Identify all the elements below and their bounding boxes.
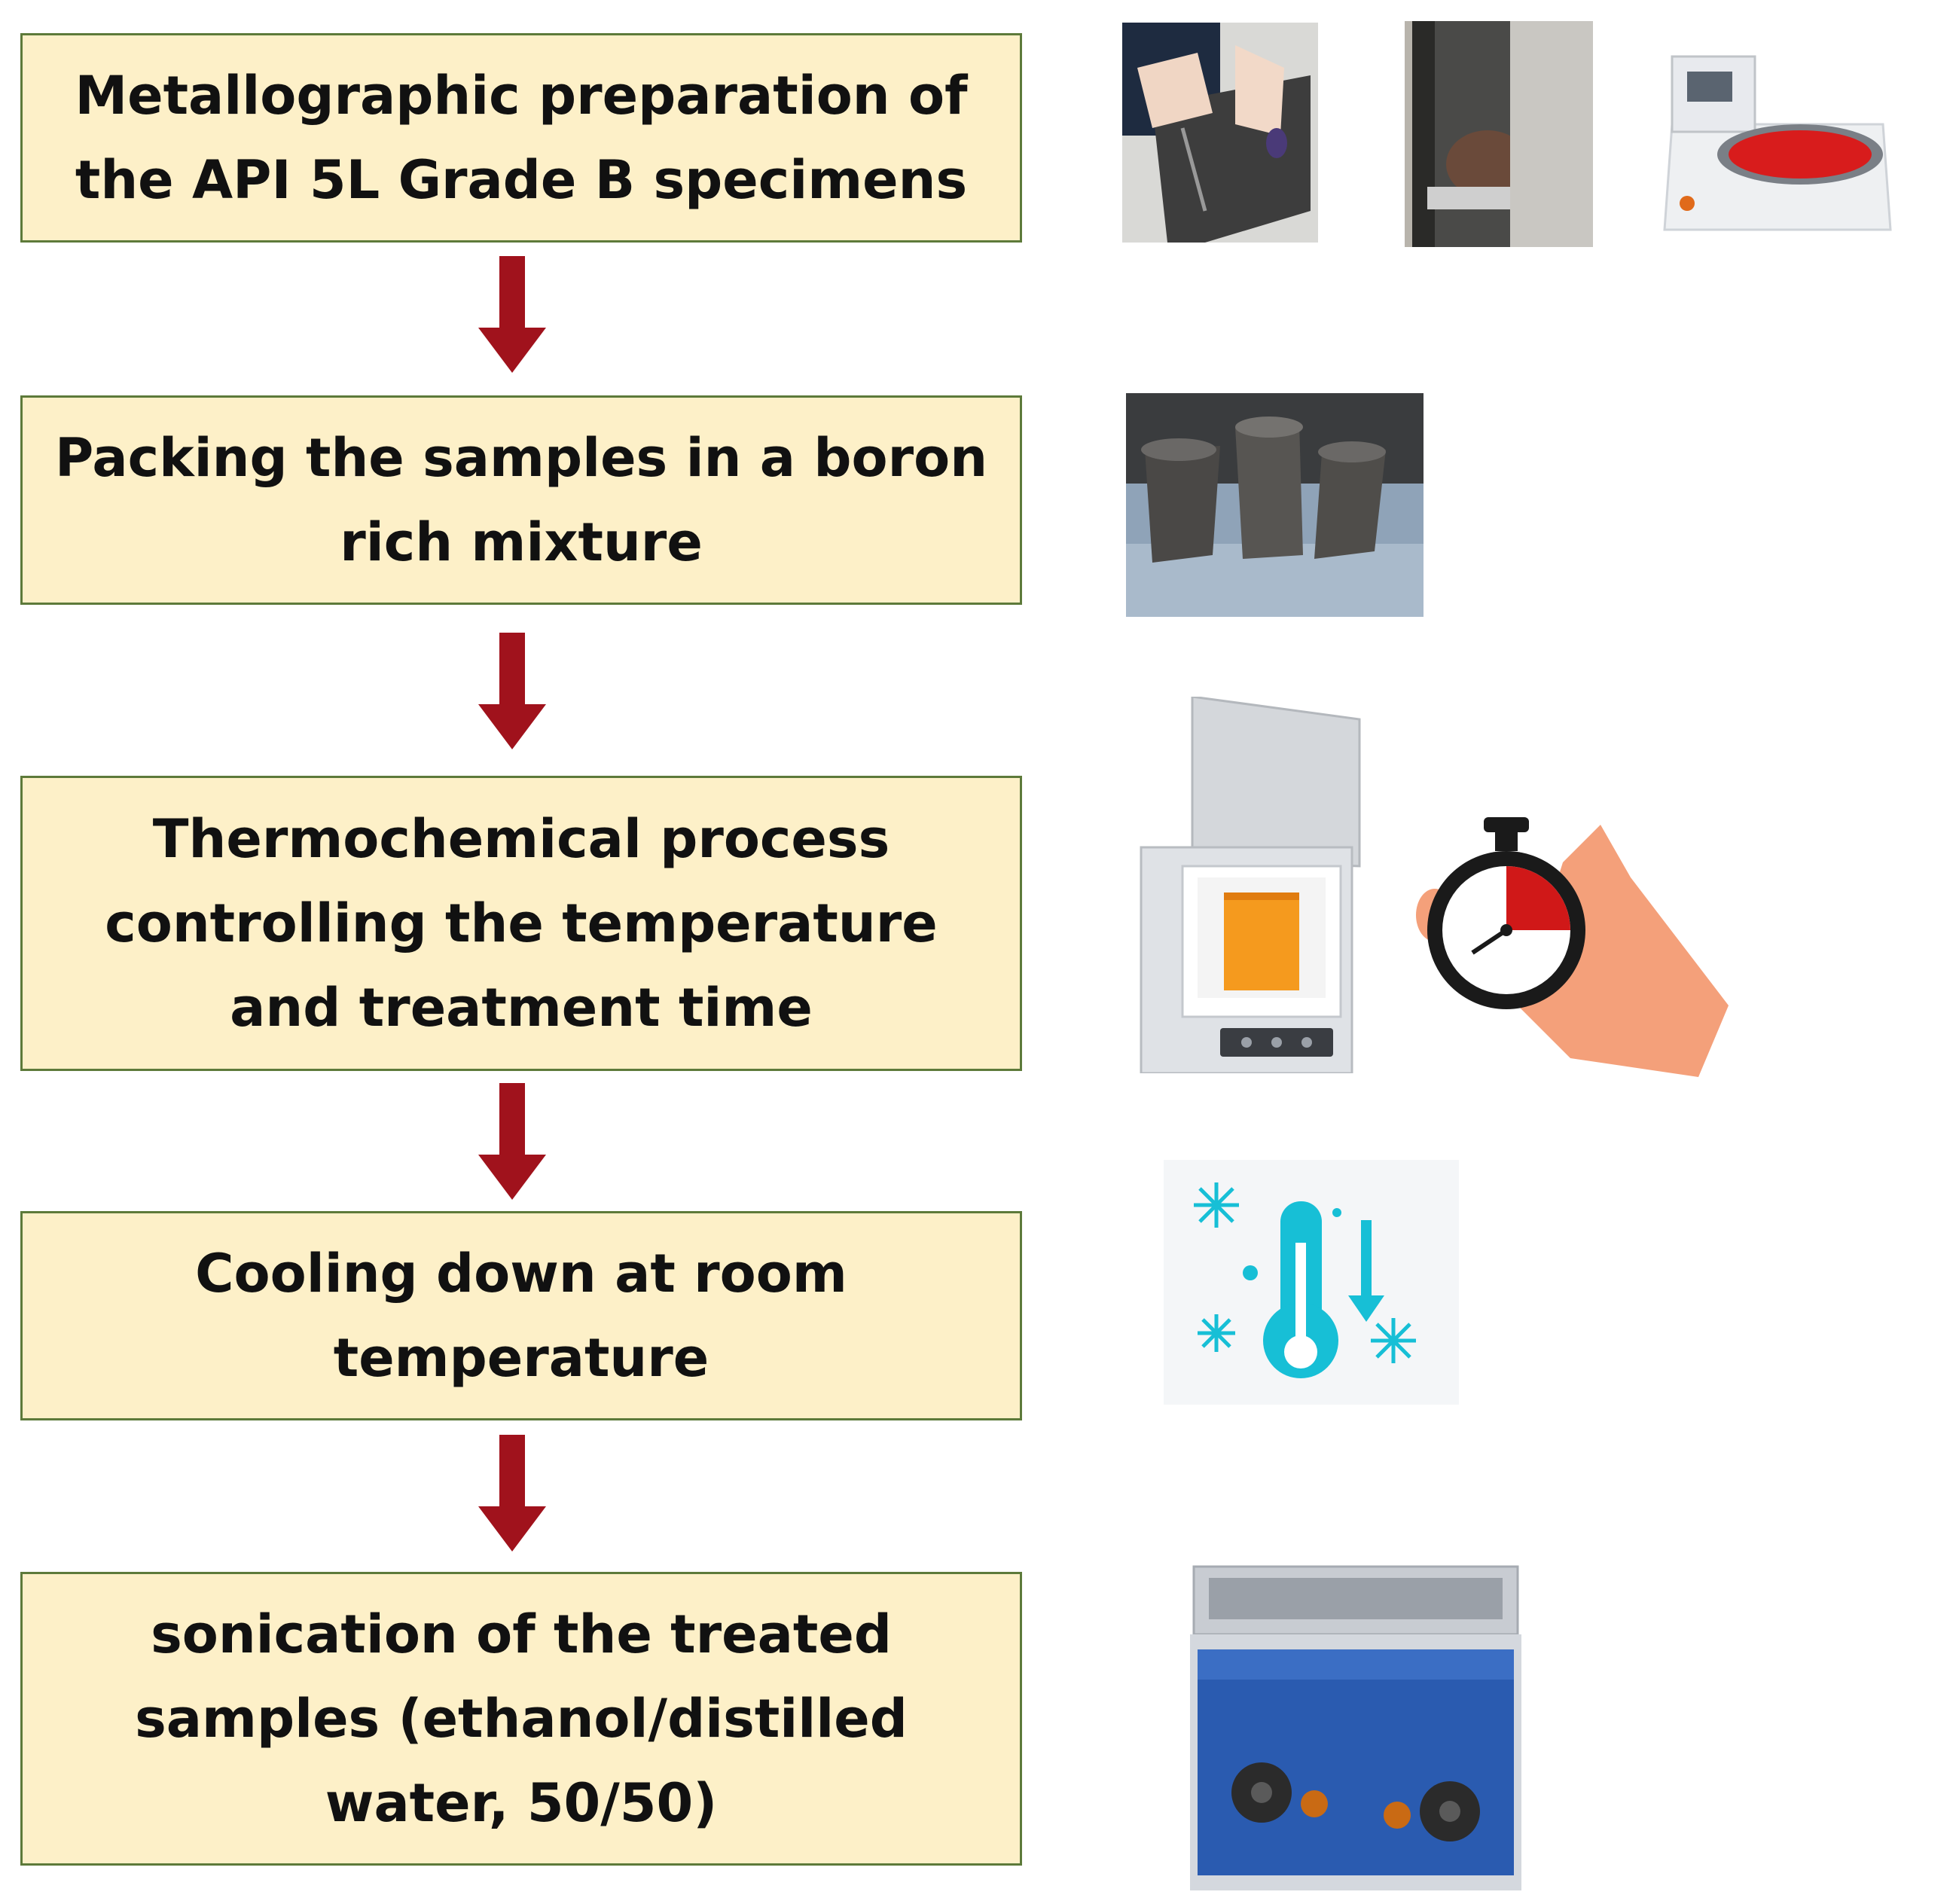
step-4-text: Cooling down at room temperature [195,1243,847,1389]
step-3-text: Thermochemical process controlling the t… [105,808,938,1039]
muffle-furnace-icon [1140,697,1361,1073]
cutting-specimen-photo [1122,23,1318,243]
flow-arrow-4 [478,1435,546,1552]
stopwatch-hand-icon [1416,817,1729,1077]
grinding-specimen-photo [1405,21,1593,247]
step-4-box: Cooling down at room temperature [20,1211,1022,1420]
flow-arrow-1 [478,256,546,373]
flow-arrow-2 [478,633,546,749]
step-1-text: Metallographic preparation of the API 5L… [75,65,968,211]
packed-samples-photo [1126,393,1424,617]
cooling-thermometer-icon [1164,1160,1459,1405]
flow-arrow-3 [478,1083,546,1200]
step-2-text: Packing the samples in a boron rich mixt… [54,427,988,573]
polishing-machine-photo [1657,41,1898,252]
step-5-text: sonication of the treated samples (ethan… [135,1603,908,1834]
step-2-box: Packing the samples in a boron rich mixt… [20,395,1022,605]
step-5-box: sonication of the treated samples (ethan… [20,1572,1022,1866]
step-3-box: Thermochemical process controlling the t… [20,776,1022,1071]
ultrasonic-bath-photo [1190,1565,1521,1890]
step-1-box: Metallographic preparation of the API 5L… [20,33,1022,243]
